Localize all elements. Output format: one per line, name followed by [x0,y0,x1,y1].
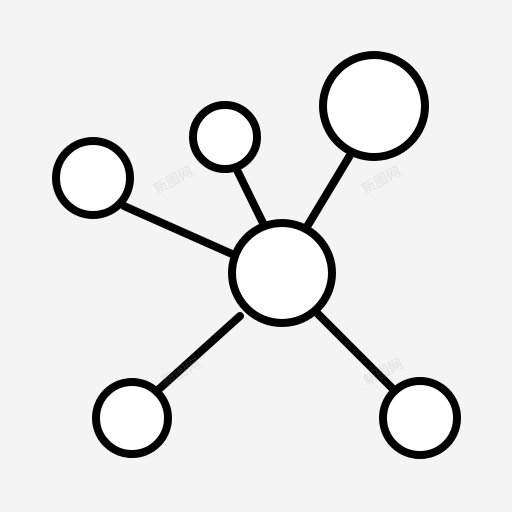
connector-top-small [232,164,268,229]
connector-top-right [301,148,356,234]
node-top-right-large [319,51,429,161]
node-left [52,137,134,219]
connector-bottom-right [314,310,400,396]
node-bottom-right [379,377,461,459]
node-center [228,219,336,327]
connector-bottom-left [154,312,244,394]
node-bottom-left [92,378,172,458]
connector-top-left [120,202,236,258]
node-top-small [189,101,261,173]
